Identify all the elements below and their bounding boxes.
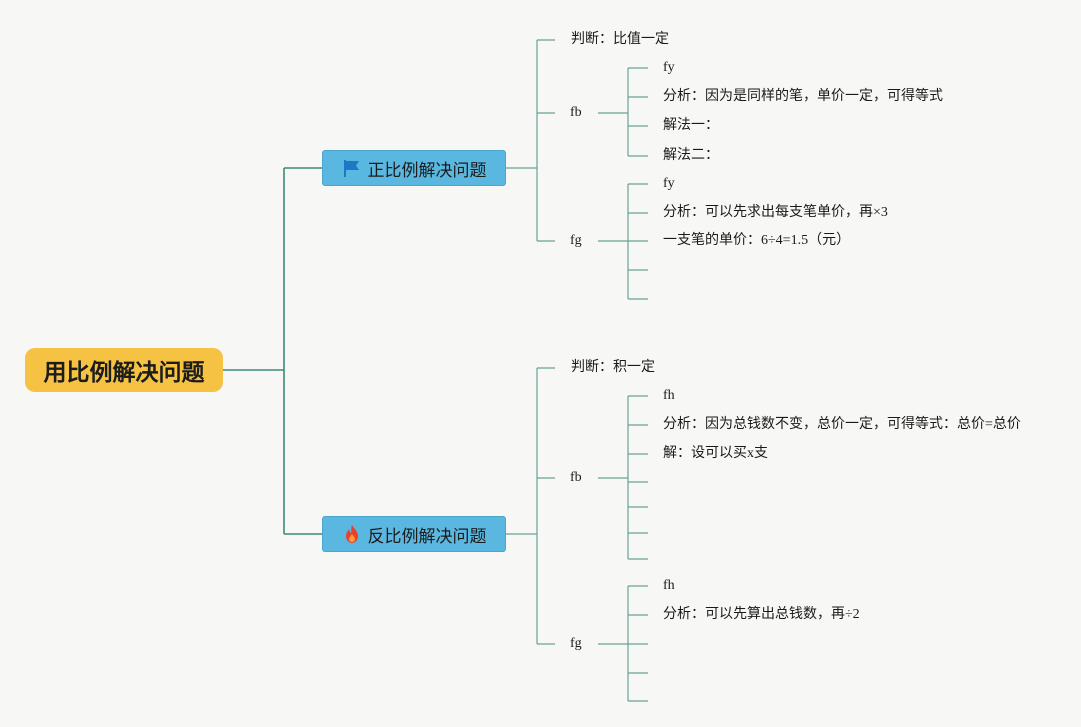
leaf-item[interactable]: 解法一： [663, 118, 719, 133]
leaf-item[interactable]: fh [663, 578, 675, 593]
leaf-item[interactable]: 解法二： [663, 148, 719, 163]
branch-inverse-proportion[interactable]: 反比例解决问题 [322, 516, 506, 552]
branch-label: 反比例解决问题 [367, 526, 487, 547]
leaf-item[interactable]: fy [663, 176, 675, 191]
branch-direct-proportion[interactable]: 正比例解决问题 [322, 150, 506, 186]
leaf-item[interactable]: fh [663, 388, 675, 403]
leaf-item[interactable]: 分析：因为总钱数不变，总价一定，可得等式：总价=总价 [663, 417, 1021, 432]
leaf-item[interactable]: 分析：可以先求出每支笔单价，再×3 [663, 205, 888, 220]
leaf-item[interactable]: 解：设可以买x支 [663, 446, 768, 461]
leaf-item[interactable]: 一支笔的单价：6÷4=1.5（元） [663, 233, 851, 248]
group-fg-inverse[interactable]: fg [570, 636, 582, 651]
group-fb-inverse[interactable]: fb [570, 470, 582, 485]
group-fg-direct[interactable]: fg [570, 233, 582, 248]
root-topic[interactable]: 用比例解决问题 [25, 348, 223, 392]
leaf-item[interactable]: 分析：因为是同样的笔，单价一定，可得等式 [663, 89, 943, 104]
leaf-item[interactable]: 分析：可以先算出总钱数，再÷2 [663, 607, 860, 622]
judge-direct[interactable]: 判断：比值一定 [571, 32, 669, 47]
leaf-item[interactable]: fy [663, 60, 675, 75]
flag-icon [342, 158, 362, 178]
fire-icon [342, 524, 362, 544]
branch-label: 正比例解决问题 [367, 160, 487, 181]
judge-inverse[interactable]: 判断：积一定 [571, 360, 655, 375]
group-fb-direct[interactable]: fb [570, 105, 582, 120]
